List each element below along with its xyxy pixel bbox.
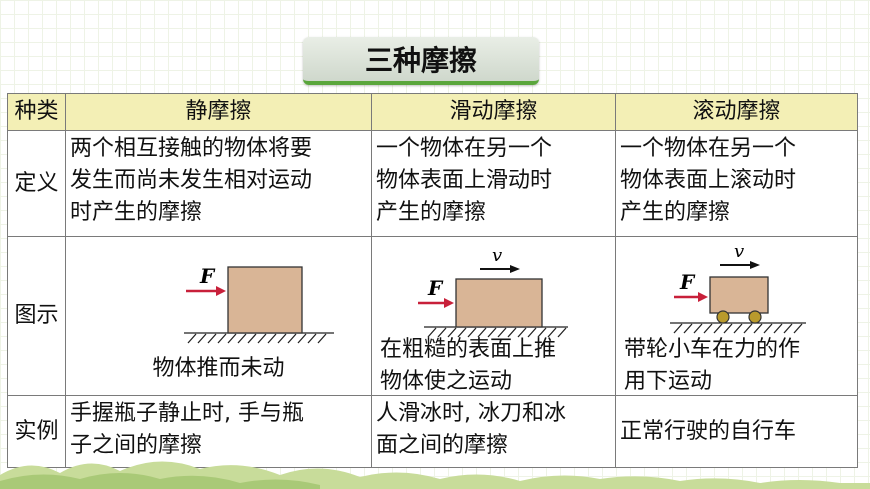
- velocity-label: v: [492, 245, 502, 266]
- friction-table: 种类 静摩擦 滑动摩擦 滚动摩擦 定义 两个相互接触的物体将要 发生而尚未发生相…: [7, 93, 858, 468]
- ground-hatching: [184, 332, 334, 344]
- text-line: 发生而尚未发生相对运动: [70, 168, 313, 193]
- header-row: 种类 静摩擦 滑动摩擦 滚动摩擦: [7, 93, 858, 131]
- text-line: 面之间的摩擦: [376, 433, 509, 458]
- sliding-example: 人滑冰时, 冰刀和冰 面之间的摩擦: [371, 395, 616, 468]
- text-line: 子之间的摩擦: [70, 433, 203, 458]
- text-line: 手握瓶子静止时, 手与瓶: [70, 401, 304, 426]
- velocity-arrow-head: [750, 261, 760, 269]
- text-line: 人滑冰时, 冰刀和冰: [376, 401, 566, 426]
- velocity-arrow-head: [510, 265, 520, 273]
- block: [455, 278, 543, 328]
- text-line: 物体表面上滚动时: [620, 168, 797, 193]
- example-label: 实例: [7, 395, 66, 468]
- header-sliding: 滑动摩擦: [371, 93, 616, 131]
- definition-row: 定义 两个相互接触的物体将要 发生而尚未发生相对运动 时产生的摩擦 一个物体在另…: [7, 130, 858, 237]
- text-line: 物体使之运动: [380, 369, 513, 394]
- text-line: 时产生的摩擦: [70, 200, 203, 225]
- text-line: 在粗糙的表面上推: [380, 337, 557, 362]
- force-arrow-head: [444, 298, 454, 308]
- rolling-caption: 带轮小车在力的作 用下运动: [624, 334, 800, 398]
- force-label: F: [679, 270, 696, 294]
- force-arrow-head: [698, 292, 708, 302]
- sliding-definition: 一个物体在另一个 物体表面上滑动时 产生的摩擦: [371, 130, 616, 237]
- static-definition: 两个相互接触的物体将要 发生而尚未发生相对运动 时产生的摩擦: [65, 130, 372, 237]
- text-line: 一个物体在另一个: [376, 136, 553, 161]
- grass-decoration: [0, 461, 870, 489]
- static-friction-diagram: F: [184, 261, 334, 344]
- static-example: 手握瓶子静止时, 手与瓶 子之间的摩擦: [65, 395, 372, 468]
- rolling-friction-diagram: F v: [662, 241, 808, 339]
- figure-row: 图示: [7, 236, 858, 398]
- force-label: F: [199, 264, 216, 288]
- static-figure-cell: F 物体推而未动: [65, 236, 372, 396]
- text-line: 一个物体在另一个: [620, 136, 797, 161]
- text-line: 物体表面上滑动时: [376, 168, 553, 193]
- ground-hatching: [670, 322, 806, 334]
- page-title: 三种摩擦: [303, 37, 539, 85]
- text-line: 产生的摩擦: [376, 200, 487, 225]
- rolling-definition: 一个物体在另一个 物体表面上滚动时 产生的摩擦: [615, 130, 858, 237]
- sliding-friction-diagram: F v: [416, 243, 568, 339]
- header-type: 种类: [7, 93, 66, 131]
- velocity-label: v: [734, 241, 744, 262]
- force-arrow-head: [216, 286, 226, 296]
- force-label: F: [427, 276, 444, 300]
- example-row: 实例 手握瓶子静止时, 手与瓶 子之间的摩擦 人滑冰时, 冰刀和冰 面之间的摩擦…: [7, 395, 858, 468]
- cart-body: [709, 276, 769, 314]
- text-line: 产生的摩擦: [620, 200, 731, 225]
- definition-label: 定义: [7, 130, 66, 237]
- static-caption: 物体推而未动: [152, 356, 285, 381]
- text-line: 正常行驶的自行车: [620, 418, 797, 444]
- rolling-figure-cell: F v 带轮小车在力的作 用下运动: [615, 236, 858, 398]
- cart-wheel: [716, 310, 730, 324]
- header-static: 静摩擦: [65, 93, 372, 131]
- figure-label: 图示: [7, 236, 66, 396]
- sliding-caption: 在粗糙的表面上推 物体使之运动: [380, 334, 556, 398]
- rolling-example: 正常行驶的自行车: [615, 395, 858, 468]
- header-rolling: 滚动摩擦: [615, 93, 858, 131]
- text-line: 两个相互接触的物体将要: [70, 136, 313, 161]
- cart-wheel: [748, 310, 762, 324]
- block: [227, 266, 303, 334]
- sliding-figure-cell: F v 在粗糙的表面上推 物体使之运动: [371, 236, 616, 398]
- text-line: 带轮小车在力的作: [624, 337, 801, 362]
- text-line: 用下运动: [624, 369, 713, 394]
